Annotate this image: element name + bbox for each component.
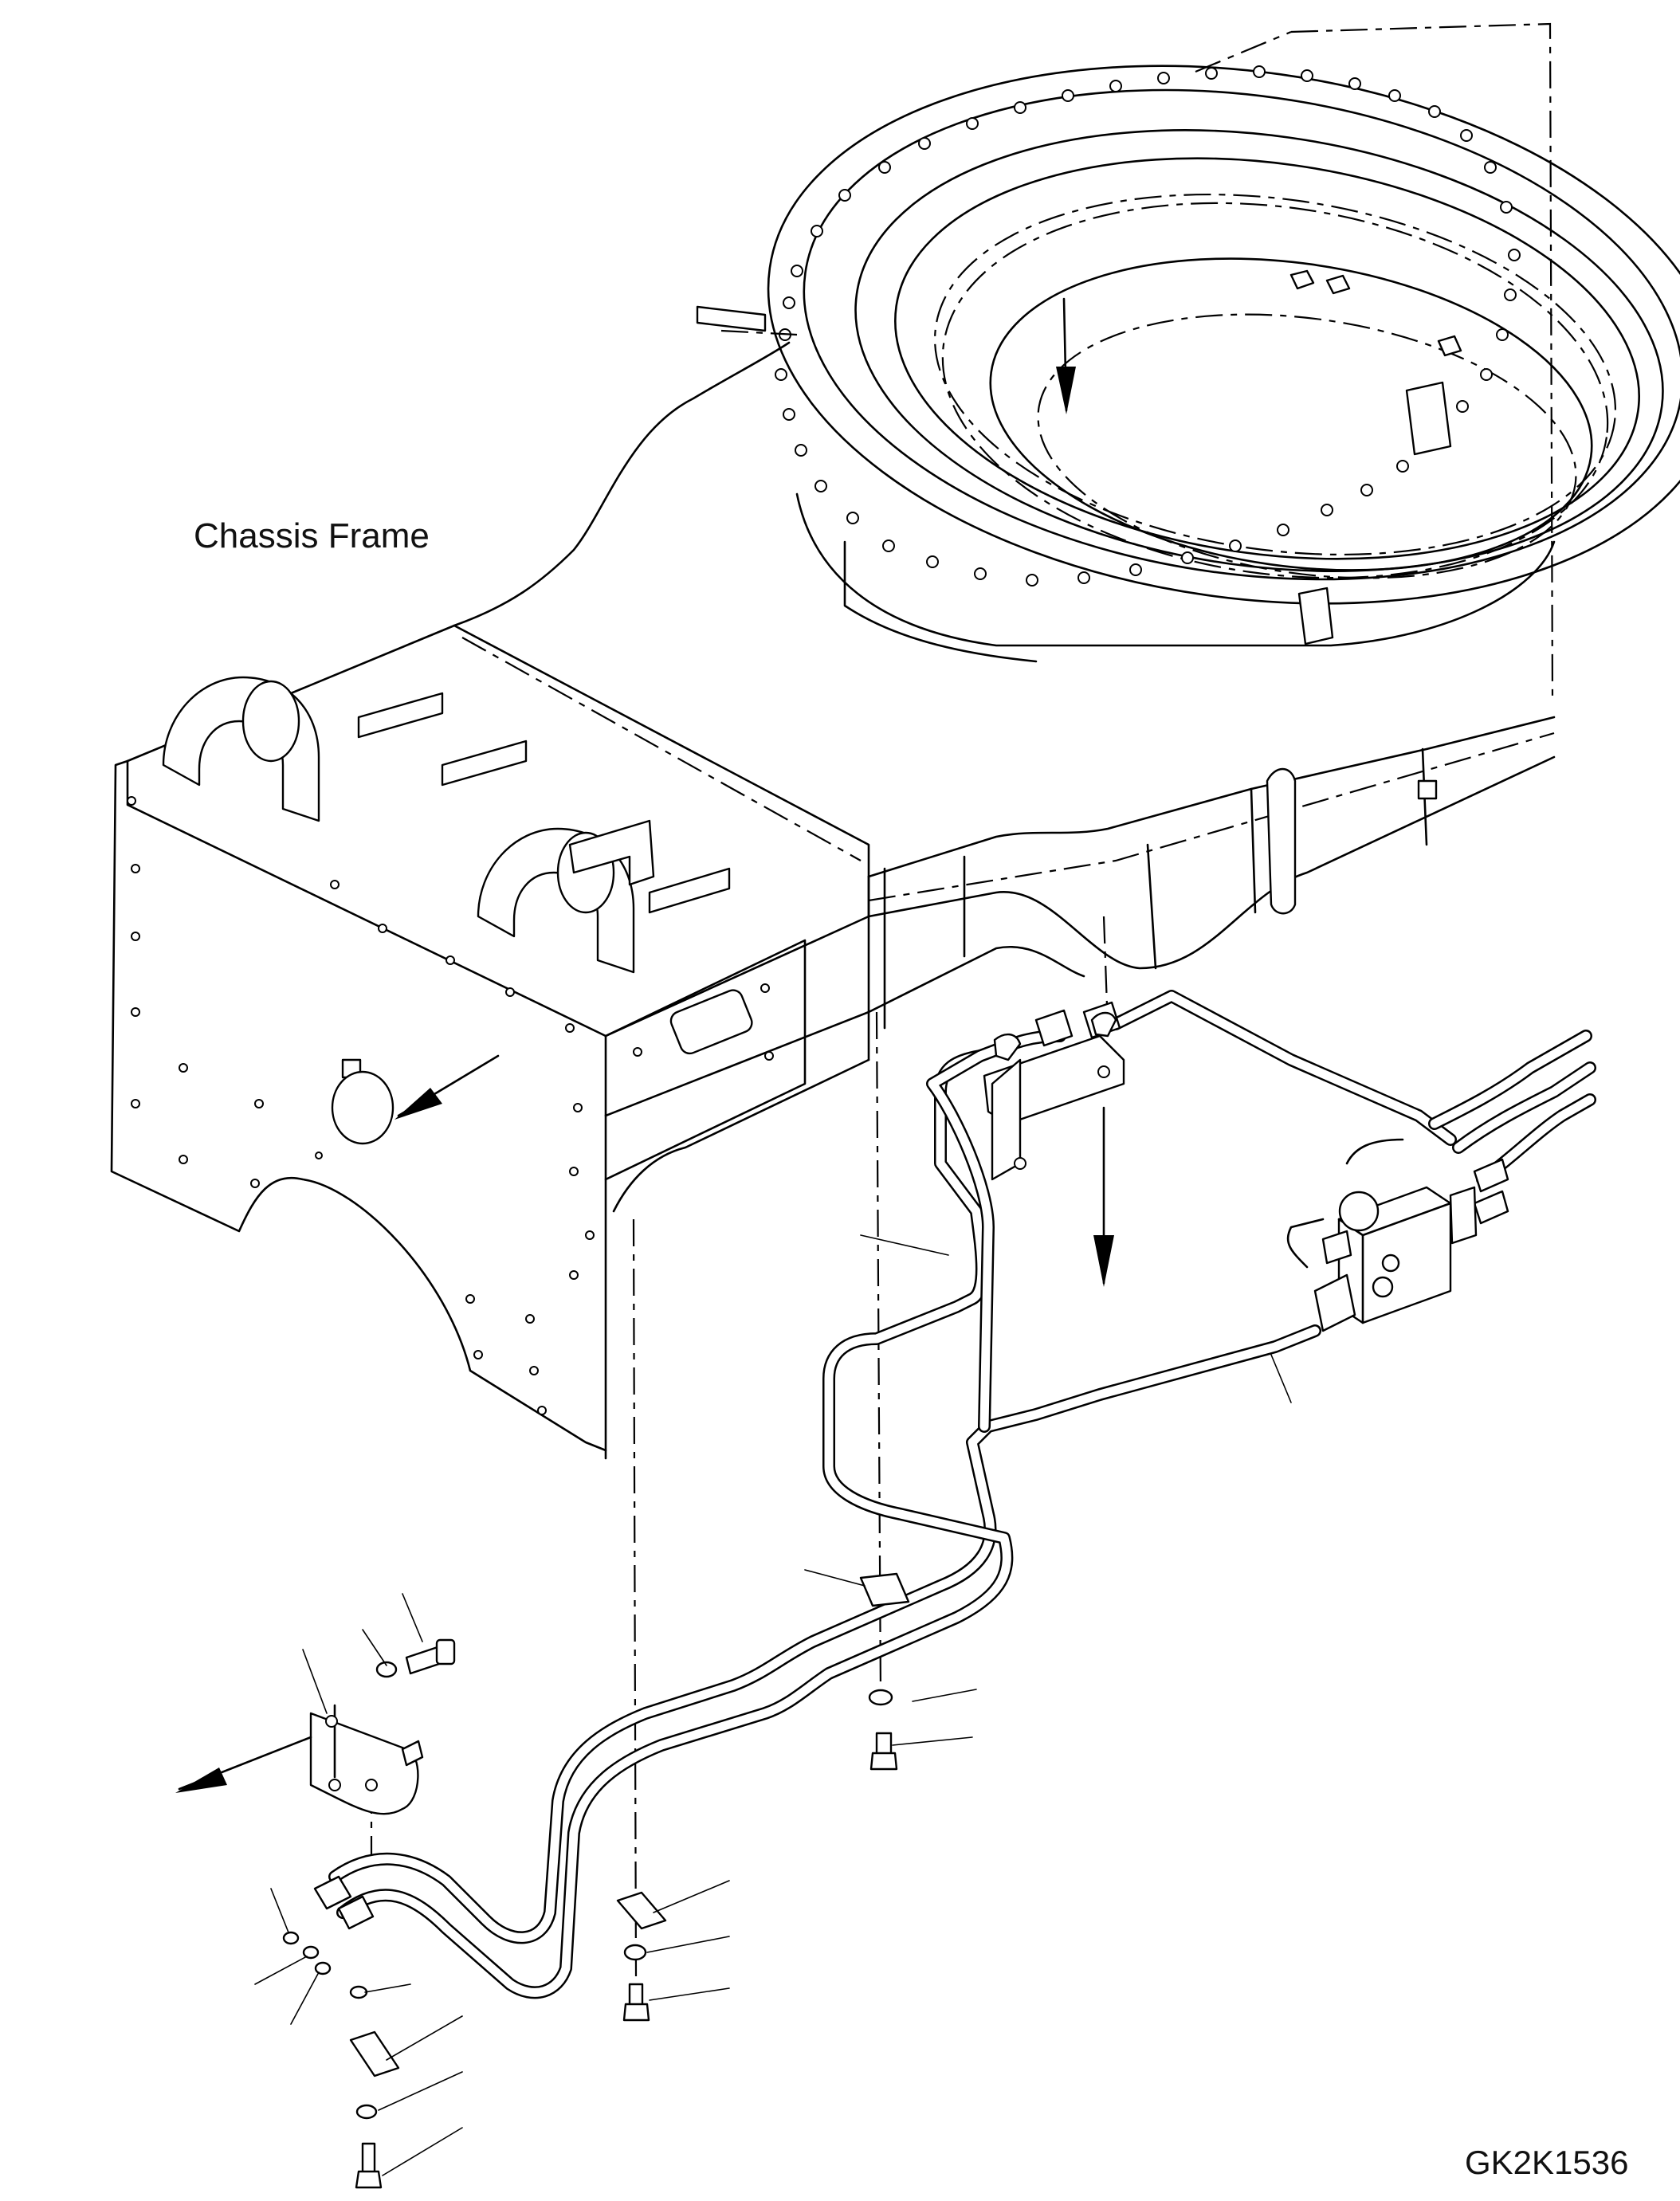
slewing-ring — [696, 65, 1680, 663]
slewing-ring-bolt-holes — [775, 65, 1521, 587]
hydraulic-pipe-set — [328, 990, 1596, 1999]
upper-pipe-bracket — [983, 1001, 1125, 1181]
direction-arrows — [175, 297, 1114, 1793]
chassis-frame-label: Chassis Frame — [194, 516, 430, 555]
leader-lines — [254, 1234, 1292, 2176]
lower-bracket — [309, 1704, 424, 1815]
upper-structure-outline — [720, 22, 1554, 702]
control-valve-block — [1286, 1138, 1509, 1332]
lower-fittings — [282, 1572, 910, 2189]
chassis-frame — [110, 341, 1556, 1460]
drawing-code: GK2K1536 — [1465, 2144, 1629, 2181]
